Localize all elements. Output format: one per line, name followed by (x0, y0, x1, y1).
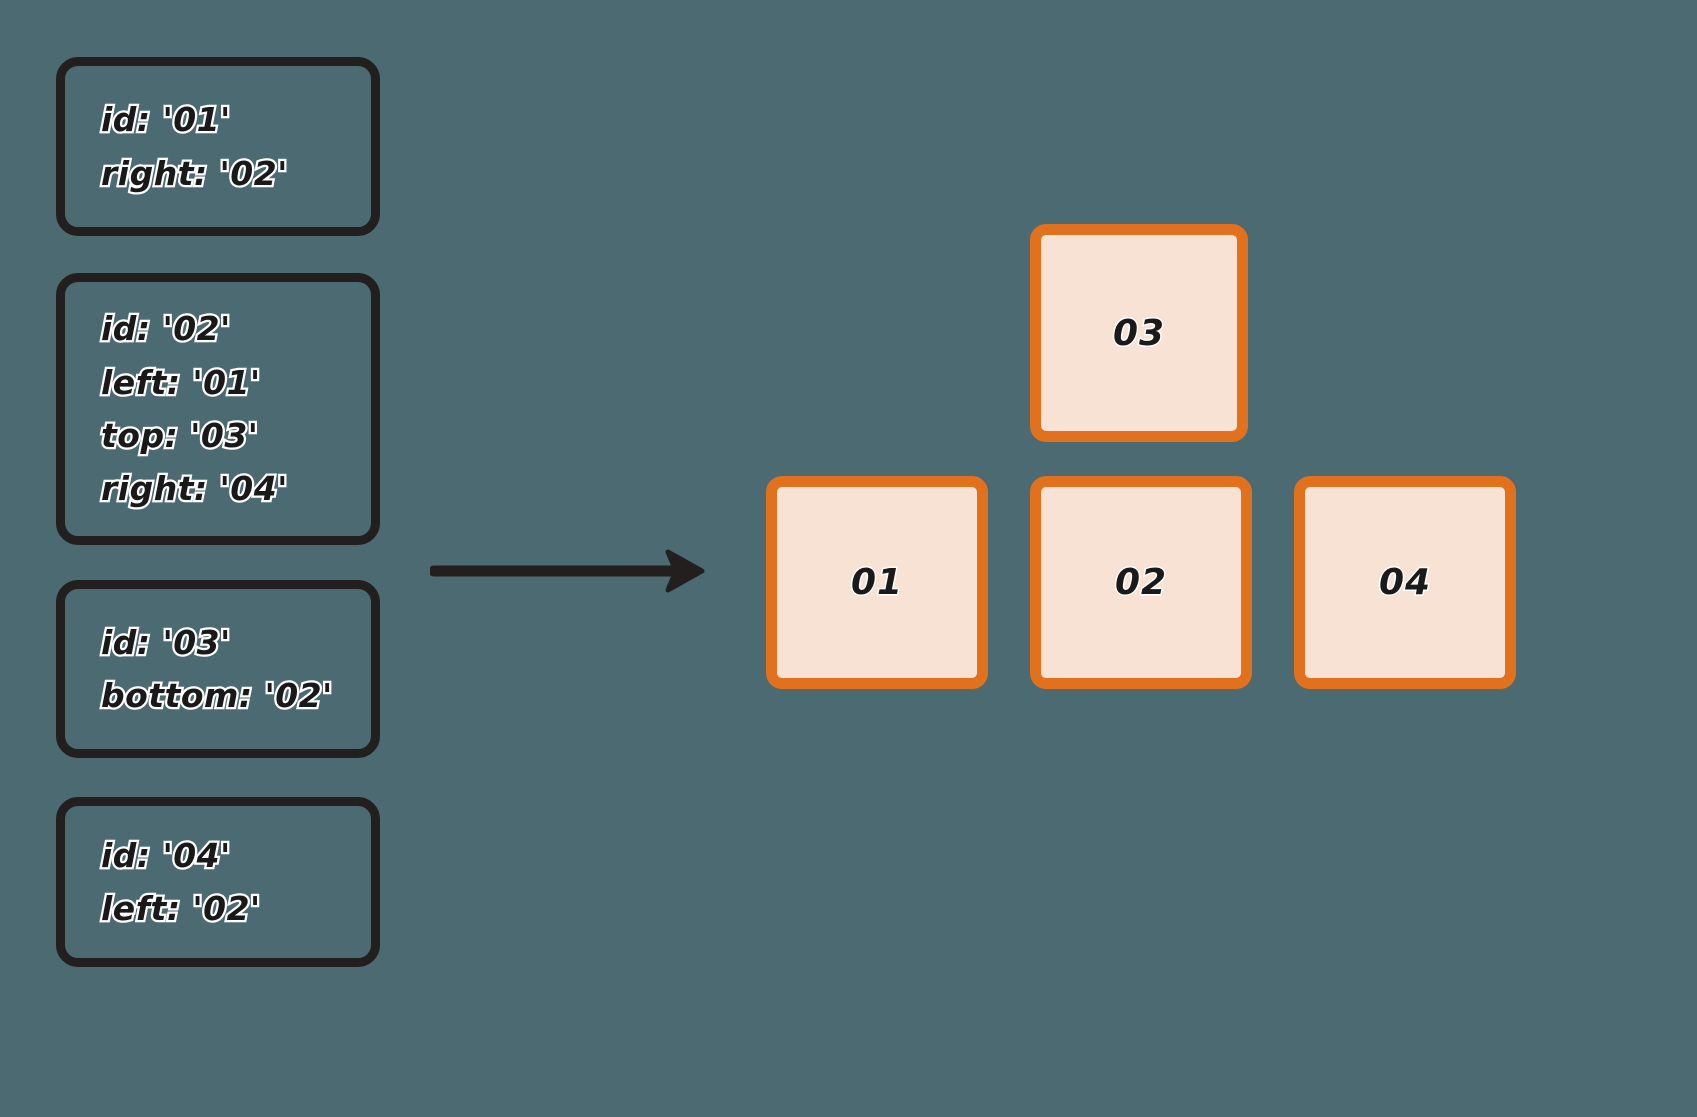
spec-card-04-line-1: id: '04' (99, 833, 233, 877)
spec-card-01: id: '01' right: '02' (56, 57, 380, 236)
right-arrow-svg (428, 549, 705, 593)
tile-03-label: 03 (1111, 311, 1166, 355)
spec-card-02-line-1: id: '02' (99, 307, 233, 351)
spec-card-02: id: '02' left: '01' top: '03' right: '04… (56, 273, 380, 545)
spec-card-02-line-3: top: '03' (99, 414, 260, 458)
spec-card-01-line-2: right: '02' (99, 151, 290, 195)
spec-card-01-line-1: id: '01' (99, 98, 233, 142)
spec-card-03-line-2: bottom: '02' (99, 674, 335, 718)
spec-card-03: id: '03' bottom: '02' (56, 580, 380, 758)
spec-card-02-line-4: right: '04' (99, 467, 290, 511)
tile-04-label: 04 (1377, 561, 1432, 605)
spec-card-03-line-1: id: '03' (99, 620, 233, 664)
spec-card-04-line-2: left: '02' (99, 887, 263, 931)
tile-01[interactable]: 01 (766, 476, 988, 689)
right-arrow-icon (428, 540, 710, 602)
tile-01-label: 01 (849, 561, 904, 605)
spec-card-04: id: '04' left: '02' (56, 797, 380, 967)
tile-02[interactable]: 02 (1030, 476, 1252, 689)
tile-02-label: 02 (1113, 561, 1168, 605)
tile-03[interactable]: 03 (1030, 224, 1248, 442)
tile-04[interactable]: 04 (1294, 476, 1516, 689)
spec-card-02-line-2: left: '01' (99, 360, 263, 404)
